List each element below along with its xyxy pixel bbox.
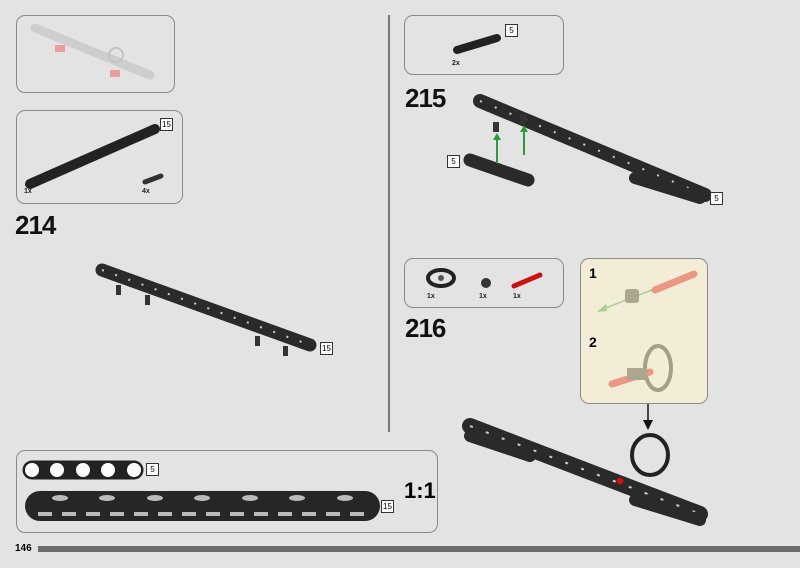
length-label: 5 (447, 155, 460, 168)
bush-part (481, 278, 491, 288)
overview-model (30, 23, 155, 80)
parts-box-214 (16, 110, 183, 204)
length-label: 15 (320, 342, 333, 355)
length-label: 15 (381, 500, 394, 513)
length-label: 5 (146, 463, 159, 476)
red-axle-part (511, 272, 543, 289)
step-number: 214 (15, 210, 56, 240)
step-number: 215 (405, 83, 446, 113)
substep-number: 2 (589, 334, 597, 350)
step-216-assembly (462, 418, 708, 526)
steering-wheel-part (426, 268, 456, 288)
scale-beam-5 (22, 460, 144, 480)
step-number: 216 (405, 313, 446, 343)
step-214-assembly (95, 263, 317, 356)
part-qty: 1x (427, 293, 435, 300)
pin-part (142, 173, 164, 185)
part-qty: 1x (24, 188, 32, 195)
length-label: 5 (505, 24, 518, 37)
parts-box-216 (404, 258, 564, 308)
footer-bar (38, 546, 800, 552)
beam-15-part (25, 124, 160, 189)
part-qty: 4x (142, 188, 150, 195)
page-number: 146 (15, 543, 32, 554)
scale-beam-15 (25, 491, 380, 521)
part-qty: 2x (452, 60, 460, 67)
parts-box-215 (404, 15, 564, 75)
substep-callout (580, 258, 708, 404)
length-label: 5 (710, 192, 723, 205)
part-qty: 1x (479, 293, 487, 300)
scale-ratio: 1:1 (404, 478, 436, 503)
part-qty: 1x (513, 293, 521, 300)
substep-number: 1 (589, 265, 597, 281)
overview-box (16, 15, 175, 93)
beam-5-part (453, 34, 501, 54)
length-label: 15 (160, 118, 173, 131)
scale-box (16, 450, 438, 533)
step-215-assembly (463, 94, 712, 204)
